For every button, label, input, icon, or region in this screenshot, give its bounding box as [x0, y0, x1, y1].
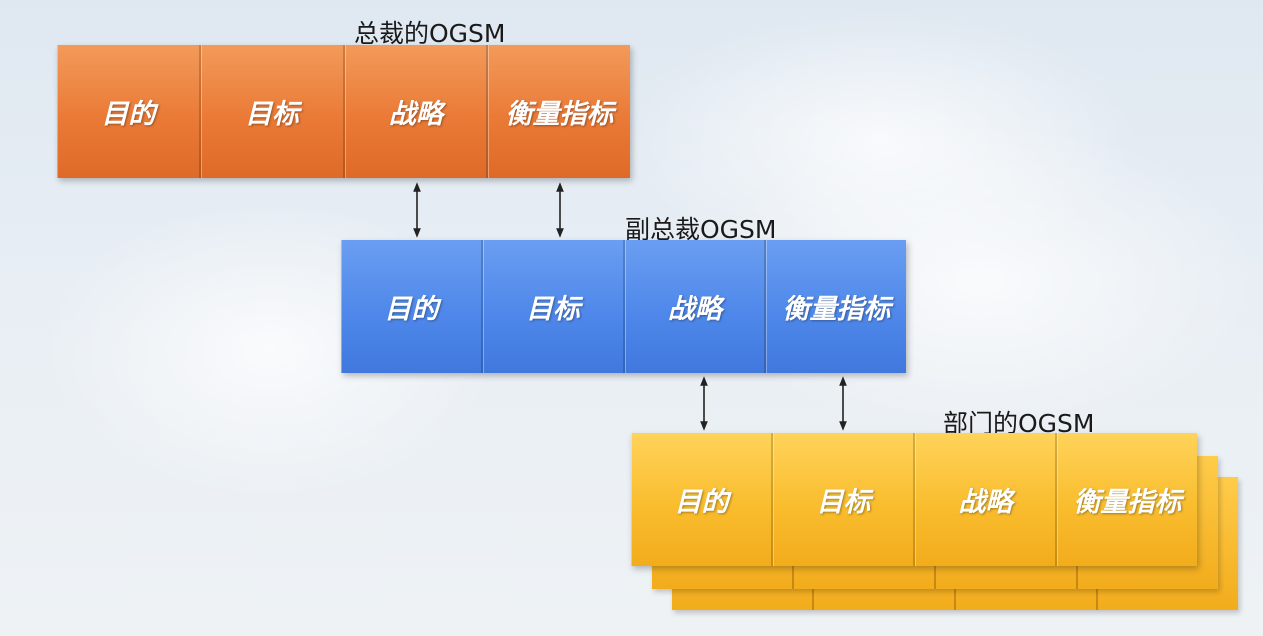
vp-strategy-cell: 战略 — [624, 240, 767, 373]
president-ogsm-title: 总裁的OGSM — [354, 19, 506, 48]
department-purpose-cell: 目的 — [631, 433, 773, 566]
president-strategy-cell: 战略 — [344, 45, 489, 178]
department-ogsm-row: 目的 目标 战略 衡量指标 — [631, 433, 1197, 566]
department-measure-cell: 衡量指标 — [1057, 433, 1197, 566]
department-strategy-cell: 战略 — [915, 433, 1057, 566]
vp-ogsm-row: 目的 目标 战略 衡量指标 — [341, 240, 906, 373]
vp-objective-cell: 目标 — [482, 240, 625, 373]
president-ogsm-row: 目的 目标 战略 衡量指标 — [57, 45, 630, 178]
vp-ogsm-title: 副总裁OGSM — [625, 215, 777, 244]
vp-purpose-cell: 目的 — [341, 240, 483, 373]
department-objective-cell: 目标 — [773, 433, 915, 566]
president-purpose-cell: 目的 — [57, 45, 201, 178]
president-objective-cell: 目标 — [200, 45, 345, 178]
vp-measure-cell: 衡量指标 — [766, 240, 906, 373]
president-measure-cell: 衡量指标 — [488, 45, 630, 178]
